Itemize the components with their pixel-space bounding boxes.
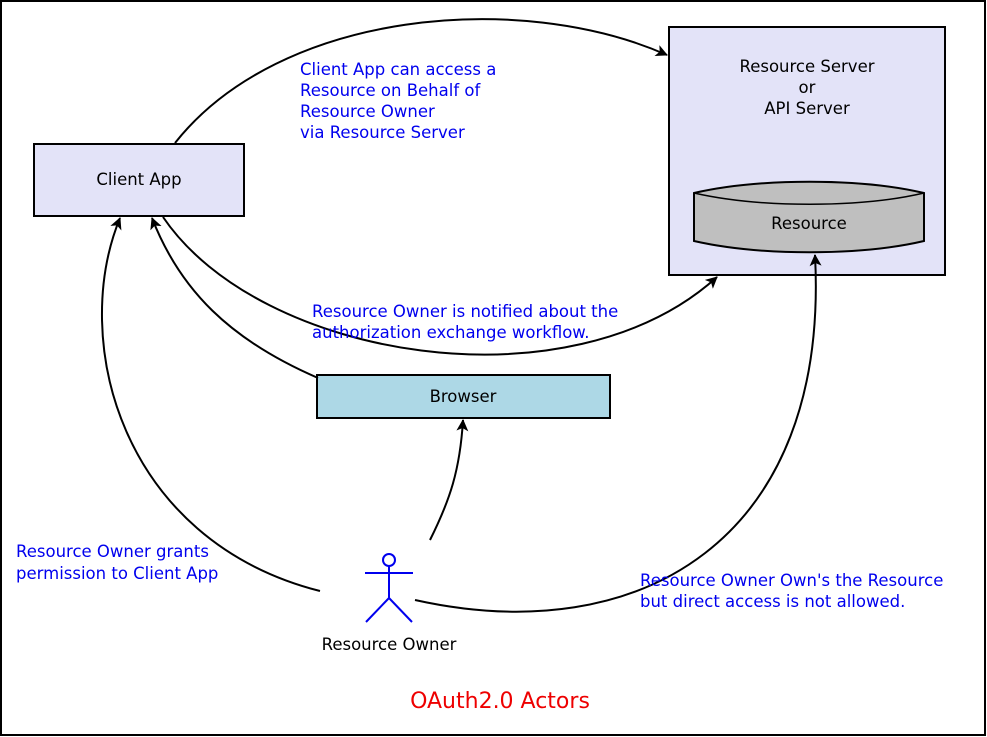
note-owner-notified-line1: Resource Owner is notified about the (312, 302, 618, 321)
note-client-access-line1: Client App can access a (300, 60, 496, 79)
resource-storage-top-curve (693, 192, 925, 205)
edge-client-to-resource-server-lower (162, 216, 718, 356)
resource-owner-actor-icon (365, 553, 413, 623)
edge-browser-to-client (150, 217, 319, 379)
resource-server-node: Resource Server or API Server Resource (668, 26, 946, 276)
resource-server-label-line3: API Server (764, 99, 850, 118)
client-app-box (33, 143, 245, 217)
resource-server-label-line2: or (799, 78, 816, 97)
client-app-node: Client App (33, 143, 245, 217)
client-app-label: Client App (96, 170, 181, 189)
edge-owner-to-client (101, 217, 321, 592)
note-owner-grants: Resource Owner grants permission to Clie… (16, 542, 218, 583)
note-owner-owns-line2: but direct access is not allowed. (640, 592, 905, 611)
edge-owner-to-browser (429, 419, 469, 541)
resource-owner-label: Resource Owner (322, 635, 457, 654)
edge-owner-to-resource (414, 254, 822, 613)
note-client-access-line4: via Resource Server (300, 123, 465, 142)
note-client-access-line2: Resource on Behalf of (300, 81, 481, 100)
resource-server-label-line1: Resource Server (739, 57, 874, 76)
diagram-title: OAuth2.0 Actors (410, 689, 590, 714)
resource-storage-shape (693, 180, 925, 254)
browser-label: Browser (430, 387, 497, 406)
edge-client-to-resource-server (174, 18, 668, 144)
note-owner-notified: Resource Owner is notified about the aut… (312, 302, 618, 342)
note-owner-owns: Resource Owner Own's the Resource but di… (640, 571, 943, 611)
resource-label: Resource (771, 214, 847, 233)
note-owner-grants-line2: permission to Client App (16, 564, 218, 583)
note-client-access-line3: Resource Owner (300, 102, 435, 121)
note-owner-notified-line2: authorization exchange workflow. (312, 323, 590, 342)
note-client-access: Client App can access a Resource on Beha… (300, 60, 496, 142)
note-owner-owns-line1: Resource Owner Own's the Resource (640, 571, 943, 590)
note-owner-grants-line1: Resource Owner grants (16, 542, 209, 561)
browser-node: Browser (316, 374, 611, 419)
browser-box (316, 374, 611, 419)
resource-node: Resource (693, 180, 925, 254)
